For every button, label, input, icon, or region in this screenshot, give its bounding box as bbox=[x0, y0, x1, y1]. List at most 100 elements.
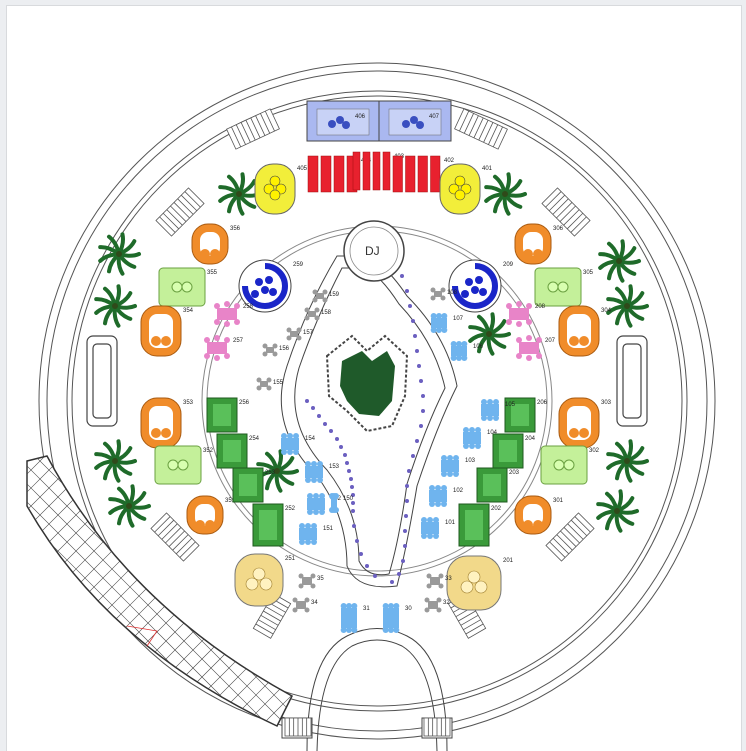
central-pool bbox=[327, 336, 407, 431]
palm-tree bbox=[608, 286, 647, 325]
table-label: 105 bbox=[505, 402, 516, 408]
table-label: 209 bbox=[503, 262, 514, 268]
table-35[interactable]: 35 bbox=[299, 574, 325, 589]
table-156[interactable]: 156 bbox=[263, 344, 290, 357]
table-label: 252 bbox=[285, 506, 296, 512]
table-306[interactable]: 306 bbox=[515, 224, 564, 264]
table-label: 253 bbox=[265, 470, 276, 476]
table-label: 402 bbox=[444, 158, 455, 164]
table-label: 259 bbox=[293, 262, 304, 268]
table-351[interactable]: 351 bbox=[187, 496, 236, 534]
table-label: 104 bbox=[487, 430, 498, 436]
lattice-terrace bbox=[7, 446, 741, 746]
table-label: 258 bbox=[243, 304, 254, 310]
table-label: 201 bbox=[503, 558, 514, 564]
table-31[interactable]: 31 bbox=[341, 603, 371, 633]
palm-tree bbox=[608, 441, 647, 480]
table-label: 35 bbox=[317, 576, 324, 582]
table-209[interactable]: 209 bbox=[449, 260, 514, 312]
table-label: 157 bbox=[303, 330, 314, 336]
table-label: 303 bbox=[601, 400, 612, 406]
table-158[interactable]: 158 bbox=[305, 308, 332, 321]
table-356[interactable]: 356 bbox=[192, 224, 241, 264]
table-label: 153 bbox=[329, 464, 340, 470]
table-label: 305 bbox=[583, 270, 594, 276]
table-207[interactable]: 207 bbox=[516, 335, 556, 361]
palm-tree bbox=[100, 234, 139, 273]
floor-plan: DJ 4064074044034024054013563553543533523… bbox=[7, 6, 741, 751]
table-34[interactable]: 34 bbox=[293, 598, 319, 613]
table-151[interactable]: 151 bbox=[299, 523, 334, 545]
table-204[interactable]: 204 bbox=[493, 434, 536, 468]
table-303[interactable]: 303 bbox=[559, 398, 612, 448]
palm-tree bbox=[486, 174, 525, 213]
table-252[interactable]: 252 bbox=[253, 504, 296, 546]
table-155[interactable]: 155 bbox=[257, 378, 284, 391]
table-107[interactable]: 107 bbox=[431, 313, 464, 333]
table-154[interactable]: 154 bbox=[281, 433, 316, 455]
table-352[interactable]: 352 bbox=[155, 446, 214, 484]
palm-tree bbox=[220, 174, 259, 213]
table-label: 306 bbox=[553, 226, 564, 232]
table-304[interactable]: 304 bbox=[559, 306, 612, 356]
palm-tree bbox=[96, 441, 135, 480]
table-label: 108 bbox=[447, 290, 458, 296]
table-302[interactable]: 302 bbox=[541, 446, 600, 484]
table-355[interactable]: 355 bbox=[159, 268, 218, 306]
dj-label: DJ bbox=[365, 244, 380, 258]
table-label: 254 bbox=[249, 436, 260, 442]
table-label: 33 bbox=[445, 576, 452, 582]
table-label: 156 bbox=[279, 346, 290, 352]
table-label: 355 bbox=[207, 270, 218, 276]
table-201[interactable]: 201 bbox=[447, 556, 514, 610]
table-353[interactable]: 353 bbox=[141, 398, 194, 448]
table-label: 256 bbox=[239, 400, 250, 406]
table-202[interactable]: 202 bbox=[459, 504, 502, 546]
table-label: 159 bbox=[329, 292, 340, 298]
table-label: 257 bbox=[233, 338, 244, 344]
table-label: 103 bbox=[465, 458, 476, 464]
table-label: 34 bbox=[311, 600, 318, 606]
table-label: 102 bbox=[453, 488, 464, 494]
table-301[interactable]: 301 bbox=[515, 496, 564, 534]
dj-booth: DJ bbox=[344, 221, 404, 281]
table-label: 304 bbox=[601, 308, 612, 314]
table-251[interactable]: 251 bbox=[235, 554, 296, 606]
table-305[interactable]: 305 bbox=[535, 268, 594, 306]
table-label: 301 bbox=[553, 498, 564, 504]
table-254[interactable]: 254 bbox=[217, 434, 260, 468]
table-104[interactable]: 104 bbox=[463, 427, 498, 449]
table-label: 302 bbox=[589, 448, 600, 454]
table-label: 107 bbox=[453, 316, 464, 322]
table-label: 206 bbox=[537, 400, 548, 406]
table-101[interactable]: 101 bbox=[421, 517, 456, 539]
table-label: 401 bbox=[482, 166, 493, 172]
table-257[interactable]: 257 bbox=[204, 335, 244, 361]
table-159[interactable]: 159 bbox=[313, 290, 340, 303]
palm-tree bbox=[600, 241, 639, 280]
table-label: 106 bbox=[473, 344, 484, 350]
table-label: 354 bbox=[183, 308, 194, 314]
palm-tree bbox=[598, 491, 637, 530]
table-203[interactable]: 203 bbox=[477, 468, 520, 502]
table-label: 207 bbox=[545, 338, 556, 344]
table-401[interactable]: 401 bbox=[440, 164, 493, 214]
table-label: 204 bbox=[525, 436, 536, 442]
table-label: 406 bbox=[355, 114, 366, 120]
table-208[interactable]: 208 bbox=[506, 301, 546, 327]
table-32[interactable]: 32 bbox=[425, 598, 451, 613]
table-404[interactable]: 404 bbox=[308, 156, 372, 192]
table-354[interactable]: 354 bbox=[141, 306, 194, 356]
table-103[interactable]: 103 bbox=[441, 455, 476, 477]
vip-boxes-top bbox=[307, 101, 451, 141]
table-label: 158 bbox=[321, 310, 332, 316]
table-label: 31 bbox=[363, 606, 370, 612]
table-label: 407 bbox=[429, 114, 440, 120]
table-30[interactable]: 30 bbox=[383, 603, 413, 633]
table-label: 32 bbox=[443, 600, 450, 606]
table-405[interactable]: 405 bbox=[255, 164, 308, 214]
table-256[interactable]: 256 bbox=[207, 398, 250, 432]
table-label: 30 bbox=[405, 606, 412, 612]
table-102[interactable]: 102 bbox=[429, 485, 464, 507]
table-label: 353 bbox=[183, 400, 194, 406]
